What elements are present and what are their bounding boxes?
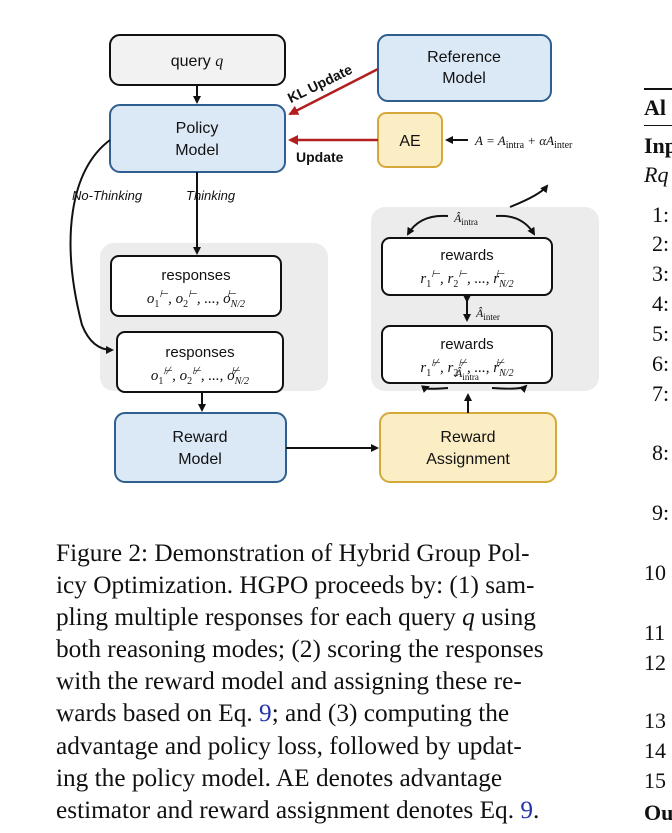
a-intra-top-arrow-left bbox=[406, 214, 449, 236]
caption-line-4: both reasoning modes; (2) scoring the re… bbox=[56, 635, 544, 664]
rewards-to-equation-curve bbox=[509, 184, 549, 208]
caption-line-5: with the reward model and assigning thes… bbox=[56, 667, 522, 696]
a-intra-bottom-arrow-left bbox=[420, 385, 449, 393]
no-thinking-arrow bbox=[69, 139, 114, 354]
line-number: 10 bbox=[644, 560, 666, 585]
line-number: 14 bbox=[644, 738, 666, 763]
algo-rq: Rq bbox=[644, 162, 669, 187]
kl-update-arrow bbox=[288, 67, 379, 116]
thinking-label: Thinking bbox=[186, 188, 236, 203]
policy-model-line1: Policy bbox=[176, 120, 219, 137]
svg-text:query q: query q bbox=[171, 53, 223, 70]
responses-thinking-box: responses o1⊢, o2⊢, ..., oN/2⊢ bbox=[110, 255, 282, 317]
ae-box: AE bbox=[377, 112, 443, 168]
responses-no-thinking-box: responses o1⊬, o2⊬, ..., oN/2⊬ bbox=[116, 331, 284, 393]
reference-model-box: Reference Model bbox=[377, 34, 552, 102]
line-number: 6: bbox=[652, 351, 670, 376]
rewards-thinking-box: rewards r1⊢, r2⊢, ..., rN/2⊢ bbox=[381, 237, 553, 296]
caption-line-1: Figure 2: Demonstration of Hybrid Group … bbox=[56, 539, 530, 567]
reward-assignment-line1: Reward bbox=[440, 429, 495, 446]
responses-no-thinking-seq: o1⊬, o2⊬, ..., oN/2⊬ bbox=[151, 366, 249, 387]
rewards-thinking-seq: r1⊢, r2⊢, ..., rN/2⊢ bbox=[420, 269, 513, 290]
ae-label: AE bbox=[399, 133, 420, 150]
update-label: Update bbox=[296, 149, 344, 165]
reference-model-line2: Model bbox=[442, 70, 486, 87]
caption-line-6: wards based on Eq. 9; and (3) computing … bbox=[56, 699, 510, 728]
algo-top-rule bbox=[644, 88, 672, 90]
algo-input: Inp bbox=[644, 133, 672, 158]
query-label: query bbox=[171, 53, 211, 70]
responses-thinking-seq: o1⊢, o2⊢, ..., oN/2⊢ bbox=[147, 289, 245, 310]
algorithm-column-clipped: Al Inp Rq 1: 2: 3: 4: 5: 6: 7: 8: 9: 10 … bbox=[640, 0, 672, 833]
line-number: 15 bbox=[644, 768, 666, 793]
a-intra-top-arrow-right bbox=[495, 214, 536, 236]
algo-output: Ou bbox=[644, 800, 672, 825]
reward-model-line1: Reward bbox=[172, 429, 227, 446]
reward-assignment-box: Reward Assignment bbox=[379, 412, 557, 483]
line-number: 12 bbox=[644, 650, 666, 675]
query-box: query q bbox=[109, 34, 286, 86]
policy-model-line2: Model bbox=[175, 142, 219, 159]
line-number: 5: bbox=[652, 321, 670, 346]
responses-no-thinking-label: responses bbox=[165, 344, 234, 361]
line-number: 2: bbox=[652, 231, 670, 256]
algo-mid-rule bbox=[644, 125, 672, 126]
rewards-no-thinking-label: rewards bbox=[440, 336, 493, 353]
advantage-equation: A = Aintra + αAinter bbox=[474, 133, 573, 151]
a-intra-bottom-arrow-right bbox=[491, 384, 528, 394]
caption-line-2: icy Optimization. HGPO proceeds by: (1) … bbox=[56, 571, 535, 600]
rewards-no-thinking-box: rewards r1⊬, r2⊬, ..., rN/2⊬ bbox=[381, 325, 553, 384]
no-thinking-label: No-Thinking bbox=[72, 188, 143, 203]
line-number: 1: bbox=[652, 202, 670, 227]
line-number: 9: bbox=[652, 500, 670, 525]
caption-line-9: estimator and reward assignment denotes … bbox=[56, 795, 540, 824]
line-number: 7: bbox=[652, 381, 670, 406]
reward-model-line2: Model bbox=[178, 451, 222, 468]
figure-caption: Figure 2: Demonstration of Hybrid Group … bbox=[56, 537, 638, 826]
algo-title: Al bbox=[644, 95, 666, 120]
rewards-thinking-label: rewards bbox=[440, 247, 493, 264]
query-var: q bbox=[215, 53, 223, 70]
caption-line-7: advantage and policy loss, followed by u… bbox=[56, 731, 522, 760]
caption-line-8: ing the policy model. AE denotes advanta… bbox=[56, 763, 503, 792]
line-number: 8: bbox=[652, 440, 670, 465]
line-number: 4: bbox=[652, 291, 670, 316]
line-number: 13 bbox=[644, 708, 666, 733]
rewards-no-thinking-seq: r1⊬, r2⊬, ..., rN/2⊬ bbox=[420, 358, 513, 379]
reference-model-line1: Reference bbox=[427, 49, 501, 66]
caption-line-3: pling multiple responses for each query … bbox=[56, 603, 536, 632]
line-number: 11 bbox=[644, 620, 666, 645]
reward-assignment-line2: Assignment bbox=[426, 451, 510, 468]
responses-thinking-label: responses bbox=[161, 267, 230, 284]
hgpo-diagram: query q Reference Model Policy Model AE … bbox=[69, 34, 599, 483]
line-number: 3: bbox=[652, 261, 670, 286]
reward-model-box: Reward Model bbox=[114, 412, 287, 483]
policy-model-box: Policy Model bbox=[109, 104, 286, 173]
